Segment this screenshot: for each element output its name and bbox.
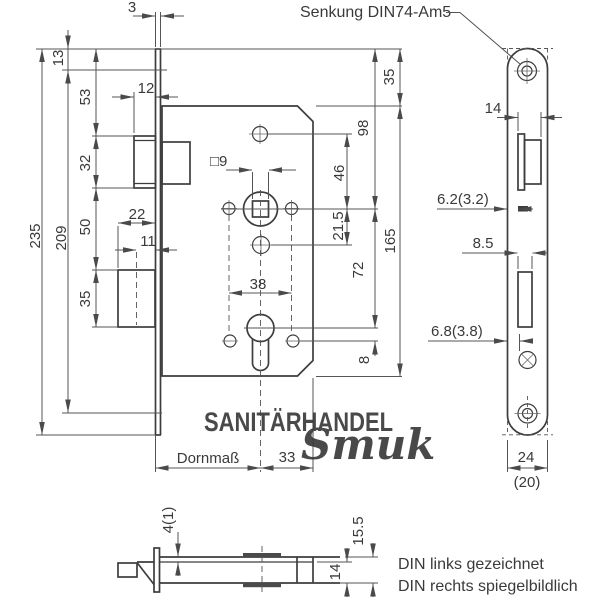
hub-boss-top <box>243 553 281 558</box>
dim-latch-slot-offset: 6.2(3.2) <box>437 191 489 208</box>
din-note-line2: DIN rechts spiegelbildlich <box>398 578 578 595</box>
dim-hole-spacing: 38 <box>250 276 267 293</box>
dim-deadbolt-slot-width: 8.5 <box>473 235 494 252</box>
dim-latch-thickness: 14 <box>327 564 344 581</box>
lower-countersunk-hole <box>518 350 537 370</box>
faceplate-bar <box>153 547 161 593</box>
dim-plate-width: 24 <box>518 449 535 466</box>
dim-case-thickness: 15.5 <box>350 516 367 545</box>
hub-boss-bottom <box>243 583 281 588</box>
dim-follower-square: □9 <box>210 153 227 170</box>
dim-bevel-offset: 4(1) <box>160 507 177 534</box>
faceplate-edge <box>154 48 162 436</box>
dim-deadbolt-height: 35 <box>77 291 94 308</box>
dim-latch-protrusion: 12 <box>138 80 155 97</box>
dim-top-to-case: 35 <box>381 69 398 86</box>
bottom-view-dims: 4(1) 14 15.5 <box>160 507 378 597</box>
dim-screw-distance: 209 <box>53 225 70 250</box>
dim-latch-height: 32 <box>77 155 94 172</box>
dim-faceplate-thickness: 3 <box>128 0 136 16</box>
deadbolt <box>117 252 156 328</box>
dim-cylinder-to-back: 33 <box>279 449 296 466</box>
dimension-labels-main: 3 12 22 11 □9 38 13 209 235 53 32 50 35 … <box>27 0 399 467</box>
latch-bevel <box>136 561 155 586</box>
dim-hole-to-follower: 46 <box>331 165 348 182</box>
dim-latch-width: 14 <box>485 100 502 117</box>
latch-bolt <box>133 135 191 189</box>
dim-follower-to-hole: 21.5 <box>330 211 347 240</box>
lower-screw-holes <box>222 334 301 348</box>
watermark-line1: SANITÄRHANDEL <box>204 407 393 437</box>
dim-cylinder-to-screwhole: 8 <box>356 356 373 364</box>
dim-faceplate-length: 235 <box>27 223 44 248</box>
senkung-note-label: Senkung DIN74-Am5 <box>300 4 451 21</box>
dim-deadbolt-partial: 11 <box>140 233 156 250</box>
dim-deadbolt-throw: 22 <box>129 206 146 223</box>
dim-top-to-follower: 98 <box>355 120 372 137</box>
senkung-leader-line <box>446 12 521 65</box>
faceplate-plate <box>506 47 549 436</box>
top-countersunk-hole <box>514 58 540 84</box>
din-notes: DIN links gezeichnet DIN rechts spiegelb… <box>398 556 578 595</box>
dim-latch-to-deadbolt: 50 <box>77 219 94 236</box>
case-band <box>159 546 340 594</box>
bottom-view: 4(1) 14 15.5 <box>117 507 378 597</box>
lock-case <box>161 105 314 377</box>
dim-backset-label: Dornmaß <box>177 450 240 467</box>
top-fixing-hole <box>249 124 271 144</box>
dimension-lines-main <box>39 13 403 471</box>
senkung-annotation: Senkung DIN74-Am5 <box>300 4 521 65</box>
dim-deadbolt-slot-offset: 6.8(3.8) <box>431 323 483 340</box>
latch-tip <box>117 562 138 578</box>
faceplate-front-view: 14 6.2(3.2) 8.5 6.8(3.8) 24 (20) <box>428 47 562 491</box>
faceplate-dims: 14 6.2(3.2) 8.5 6.8(3.8) 24 (20) <box>428 100 562 491</box>
middle-hole <box>250 234 272 256</box>
watermark: SANITÄRHANDEL Smuk <box>204 407 435 469</box>
watermark-line2: Smuk <box>301 420 435 469</box>
dim-top-hole-offset: 13 <box>50 50 67 67</box>
dim-top-to-latch: 53 <box>77 89 94 106</box>
bottom-countersunk-hole <box>514 396 541 431</box>
dim-plate-width-alt: (20) <box>514 474 541 491</box>
dim-case-height: 165 <box>382 228 399 253</box>
dim-follower-to-cylinder: 72 <box>350 262 367 279</box>
deadbolt-slot <box>517 271 533 328</box>
din-note-line1: DIN links gezeichnet <box>398 556 544 573</box>
faceplate-latch <box>517 133 542 191</box>
